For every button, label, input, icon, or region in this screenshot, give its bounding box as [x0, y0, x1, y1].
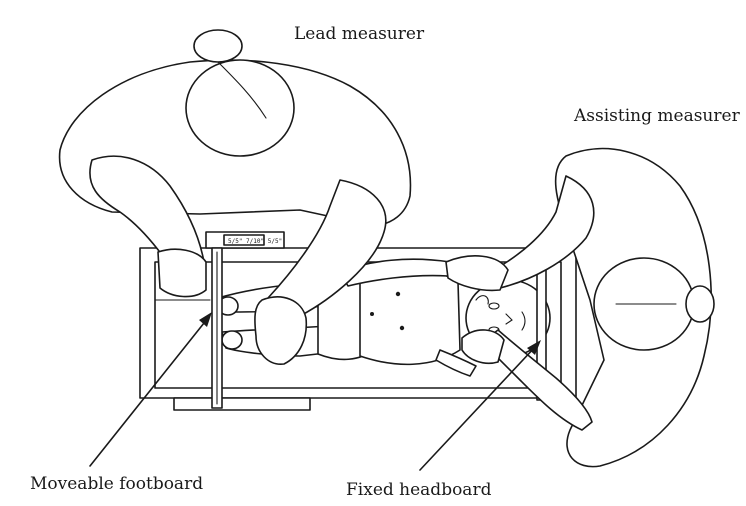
infant-foot-bottom [222, 331, 242, 349]
label-fixed-headboard: Fixed headboard [346, 480, 491, 500]
assist-arm-top [494, 176, 594, 288]
lead-hair-bun [194, 30, 242, 62]
infant-nipple-bottom [400, 326, 404, 330]
assist-hair-bun [686, 286, 714, 322]
label-moveable-footboard: Moveable footboard [30, 474, 203, 494]
footboard-scale-marks: 5/5" 7/10" 5/5" [228, 238, 282, 245]
label-assisting-measurer: Assisting measurer [574, 106, 740, 126]
infant-torso [360, 267, 460, 365]
infant-nipple-top [396, 292, 400, 296]
board-foot-strip [174, 398, 310, 410]
lead-head [186, 60, 294, 156]
lead-hand-left [158, 249, 206, 296]
infant-navel [370, 312, 374, 316]
label-lead-measurer: Lead measurer [294, 24, 424, 44]
